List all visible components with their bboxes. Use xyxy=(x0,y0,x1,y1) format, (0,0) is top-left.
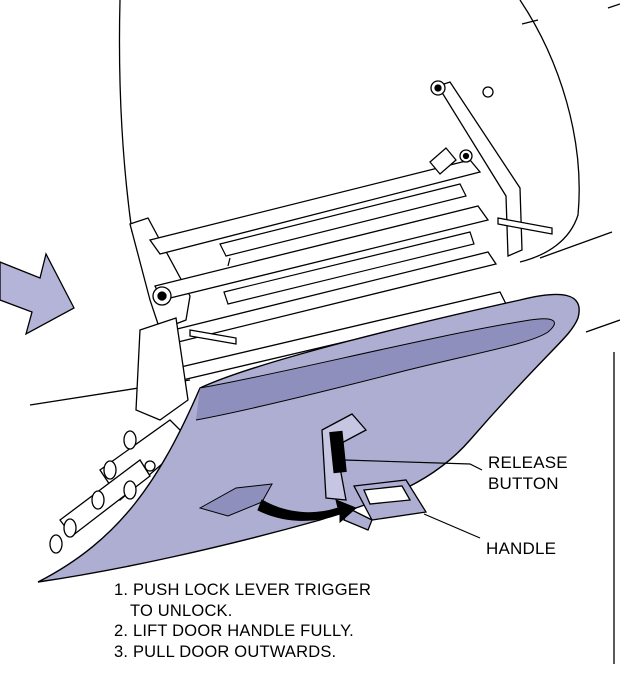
door-handle xyxy=(343,479,428,531)
arrow-right-icon xyxy=(0,252,75,336)
door-panel-body xyxy=(37,293,580,583)
instruction-step-1: 1. PUSH LOCK LEVER TRIGGER xyxy=(114,580,371,601)
instruction-step-2: 2. LIFT DOOR HANDLE FULLY. xyxy=(114,621,371,642)
hinge-linkage xyxy=(49,317,191,554)
release-mechanism xyxy=(321,413,368,501)
curved-arrow-icon xyxy=(257,499,357,524)
door-recess xyxy=(198,483,273,517)
callout-line: RELEASE xyxy=(488,453,568,472)
release-button-callout: RELEASE BUTTON xyxy=(488,452,568,494)
retaining-pins xyxy=(189,147,553,345)
handle-callout: HANDLE xyxy=(486,539,557,558)
step-text: PUSH LOCK LEVER TRIGGER xyxy=(132,581,372,599)
step-number: 3. xyxy=(114,642,129,661)
callout-line: BUTTON xyxy=(488,474,559,493)
step-text: LIFT DOOR HANDLE FULLY. xyxy=(132,622,354,640)
instruction-step-3: 3. PULL DOOR OUTWARDS. xyxy=(114,642,371,663)
step-text: PULL DOOR OUTWARDS. xyxy=(132,642,337,661)
release-button-indicator xyxy=(329,430,347,474)
callout-leaders xyxy=(343,459,483,539)
door-panel-edge xyxy=(195,318,555,421)
step-number: 1. xyxy=(114,581,129,599)
hinge-frame xyxy=(129,81,523,383)
door-panel xyxy=(37,293,580,583)
instruction-step-1-continued: TO UNLOCK. xyxy=(130,601,233,620)
step-number: 2. xyxy=(114,622,129,640)
fuselage-outline xyxy=(29,0,620,664)
instruction-list: 1. PUSH LOCK LEVER TRIGGER TO UNLOCK. 2.… xyxy=(114,580,371,662)
